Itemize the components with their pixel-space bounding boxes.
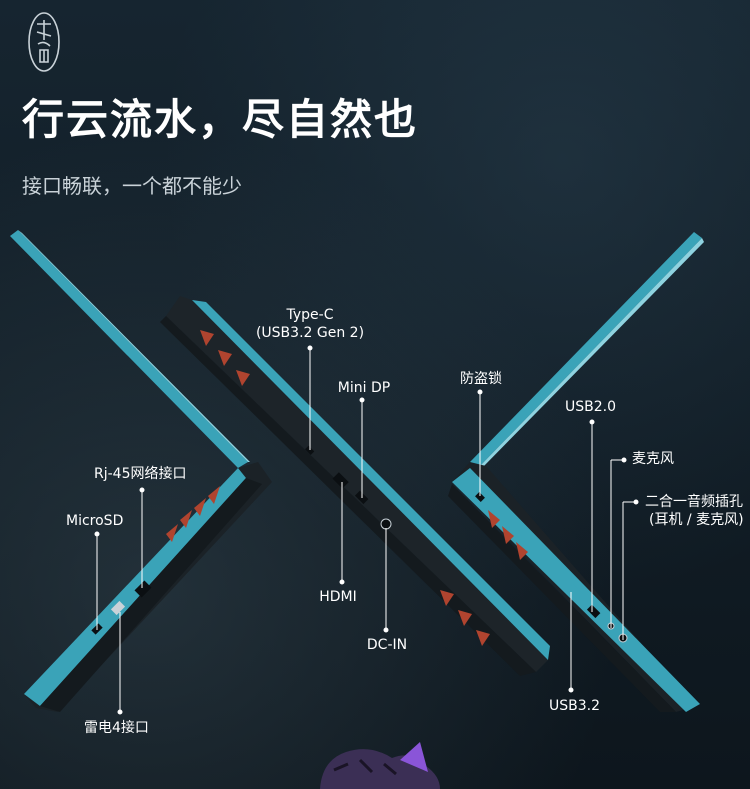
label-thunderbolt: 雷电4接口 [84,720,149,736]
label-hdmi: HDMI [319,589,357,605]
label-usb32: USB3.2 [549,698,601,714]
center-laptop [160,296,550,676]
label-type-c: Type-C [286,307,334,323]
leader-lines [94,345,639,715]
label-combo: 二合一音频插孔 [645,494,743,510]
label-mic: 麦克风 [632,451,674,467]
label-mini-dp: Mini DP [337,380,391,396]
left-laptop [10,230,272,712]
right-laptop [448,232,704,712]
page-subtitle: 接口畅联，一个都不能少 [22,174,242,198]
label-dc-in: DC-IN [366,637,408,653]
label-usb20: USB2.0 [565,399,617,415]
label-microsd: MicroSD [66,513,124,529]
label-rj45: Rj-45网络接口 [94,466,187,482]
label-type-c-sub: (USB3.2 Gen 2) [255,325,365,341]
seal-logo-icon [28,12,60,72]
label-lock: 防盗锁 [460,371,502,387]
mascot-icon [320,742,440,789]
label-combo-sub: (耳机 / 麦克风) [649,512,744,528]
page-title: 行云流水，尽自然也 [22,95,419,144]
